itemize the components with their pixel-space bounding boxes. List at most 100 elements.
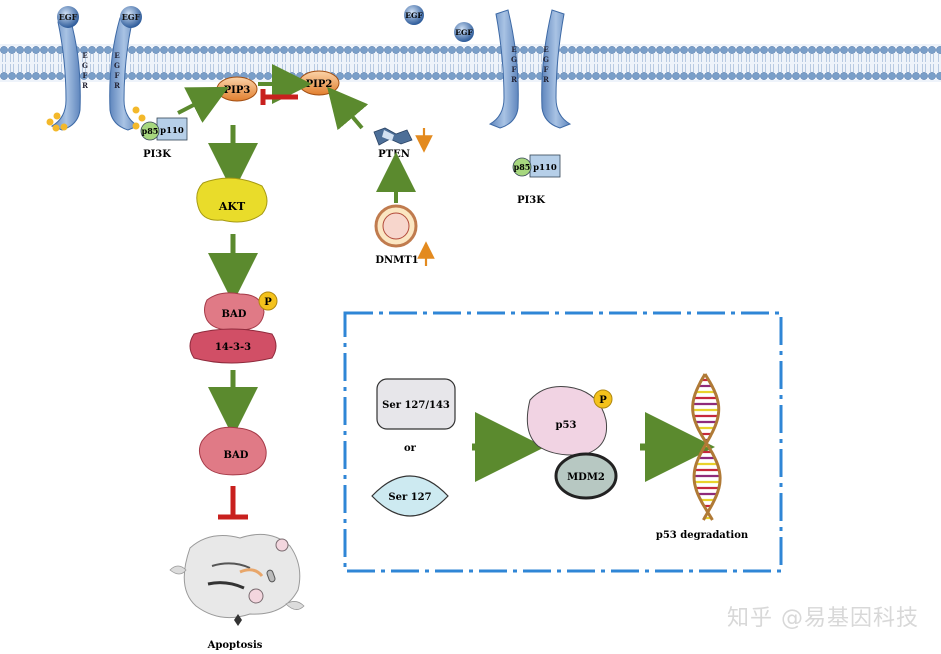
lipid-tail	[778, 54, 782, 72]
lipid-head	[760, 72, 768, 80]
lipid-head	[712, 72, 720, 80]
lipid-head	[296, 46, 304, 54]
svg-text:PIP2: PIP2	[306, 79, 333, 90]
lipid-head	[720, 46, 728, 54]
svg-text:E: E	[511, 45, 516, 54]
lipid-tail	[18, 54, 22, 72]
lipid-head	[728, 46, 736, 54]
lipid-head	[672, 72, 680, 80]
lipid-tail	[154, 54, 158, 72]
svg-text:p110: p110	[160, 126, 184, 136]
lipid-head	[616, 46, 624, 54]
lipid-tail	[10, 54, 14, 72]
lipid-head	[728, 72, 736, 80]
lipid-head	[592, 46, 600, 54]
lipid-tail	[370, 54, 374, 72]
lipid-head	[160, 46, 168, 54]
lipid-tail	[34, 54, 38, 72]
lipid-head	[616, 72, 624, 80]
lipid-head	[704, 72, 712, 80]
lipid-head	[144, 72, 152, 80]
pi3k-label: PI3K	[143, 149, 171, 160]
lipid-head	[152, 72, 160, 80]
lipid-tail	[674, 54, 678, 72]
pi3k-label: PI3K	[517, 195, 545, 206]
lipid-head	[472, 72, 480, 80]
lipid-head	[784, 72, 792, 80]
egfr-letter: R	[82, 81, 88, 90]
lipid-head	[432, 46, 440, 54]
lipid-head	[472, 46, 480, 54]
lipid-head	[184, 72, 192, 80]
lipid-head	[376, 46, 384, 54]
lipid-head	[344, 46, 352, 54]
svg-text:R: R	[543, 75, 549, 84]
lipid-tail	[666, 54, 670, 72]
lipid-head	[656, 72, 664, 80]
lipid-head	[144, 46, 152, 54]
lipid-head	[920, 72, 928, 80]
lipid-tail	[378, 54, 382, 72]
lipid-tail	[290, 54, 294, 72]
lipid-head	[672, 46, 680, 54]
lipid-head	[928, 46, 936, 54]
lipid-tail	[834, 54, 838, 72]
lipid-head	[568, 46, 576, 54]
lipid-head	[832, 72, 840, 80]
lipid-head	[160, 72, 168, 80]
lipid-tail	[754, 54, 758, 72]
lipid-tail	[610, 54, 614, 72]
lipid-head	[880, 46, 888, 54]
lipid-head	[336, 46, 344, 54]
lipid-tail	[570, 54, 574, 72]
lipid-head	[48, 72, 56, 80]
lipid-head	[840, 46, 848, 54]
lipid-head	[600, 46, 608, 54]
lipid-tail	[218, 54, 222, 72]
lipid-head	[664, 72, 672, 80]
lipid-head	[824, 72, 832, 80]
lipid-tail	[738, 54, 742, 72]
p53-degradation-label: p53 degradation	[656, 530, 749, 541]
pi3k-complex-right: p110 p85 PI3K	[512, 154, 561, 206]
lipid-tail	[362, 54, 366, 72]
lipid-head	[400, 46, 408, 54]
apoptosis-label: Apoptosis	[207, 640, 263, 651]
lipid-tail	[842, 54, 846, 72]
lipid-head	[528, 72, 536, 80]
ser-127-site: Ser 127	[371, 475, 449, 517]
lipid-head	[600, 72, 608, 80]
lipid-head	[264, 72, 272, 80]
lipid-tail	[418, 54, 422, 72]
svg-text:R: R	[511, 75, 517, 84]
akt-protein: AKT	[196, 177, 268, 223]
lipid-tail	[938, 54, 939, 72]
lipid-tail	[490, 54, 494, 72]
lipid-head	[584, 72, 592, 80]
watermark: 知乎 @易基因科技	[727, 606, 919, 631]
egfr-letter: E	[114, 51, 119, 60]
lipid-head	[848, 46, 856, 54]
egf-ligand: EGF	[404, 5, 424, 25]
svg-text:BAD: BAD	[222, 309, 247, 320]
lipid-head	[136, 72, 144, 80]
lipid-tail	[2, 54, 6, 72]
lipid-head	[344, 72, 352, 80]
lipid-tail	[562, 54, 566, 72]
lipid-head	[400, 72, 408, 80]
lipid-head	[488, 72, 496, 80]
lipid-head	[640, 46, 648, 54]
lipid-head	[680, 72, 688, 80]
svg-text:MDM2: MDM2	[567, 472, 605, 483]
lipid-tail	[170, 54, 174, 72]
lipid-head	[256, 46, 264, 54]
lipid-head	[688, 72, 696, 80]
lipid-head	[376, 72, 384, 80]
lipid-head	[776, 72, 784, 80]
lipid-head	[688, 46, 696, 54]
dnmt1-label: DNMT1	[375, 255, 418, 266]
lipid-head	[16, 72, 24, 80]
lipid-tail	[578, 54, 582, 72]
egfr-receptor-left: E G F R E G F R	[46, 17, 146, 132]
lipid-tail	[530, 54, 534, 72]
